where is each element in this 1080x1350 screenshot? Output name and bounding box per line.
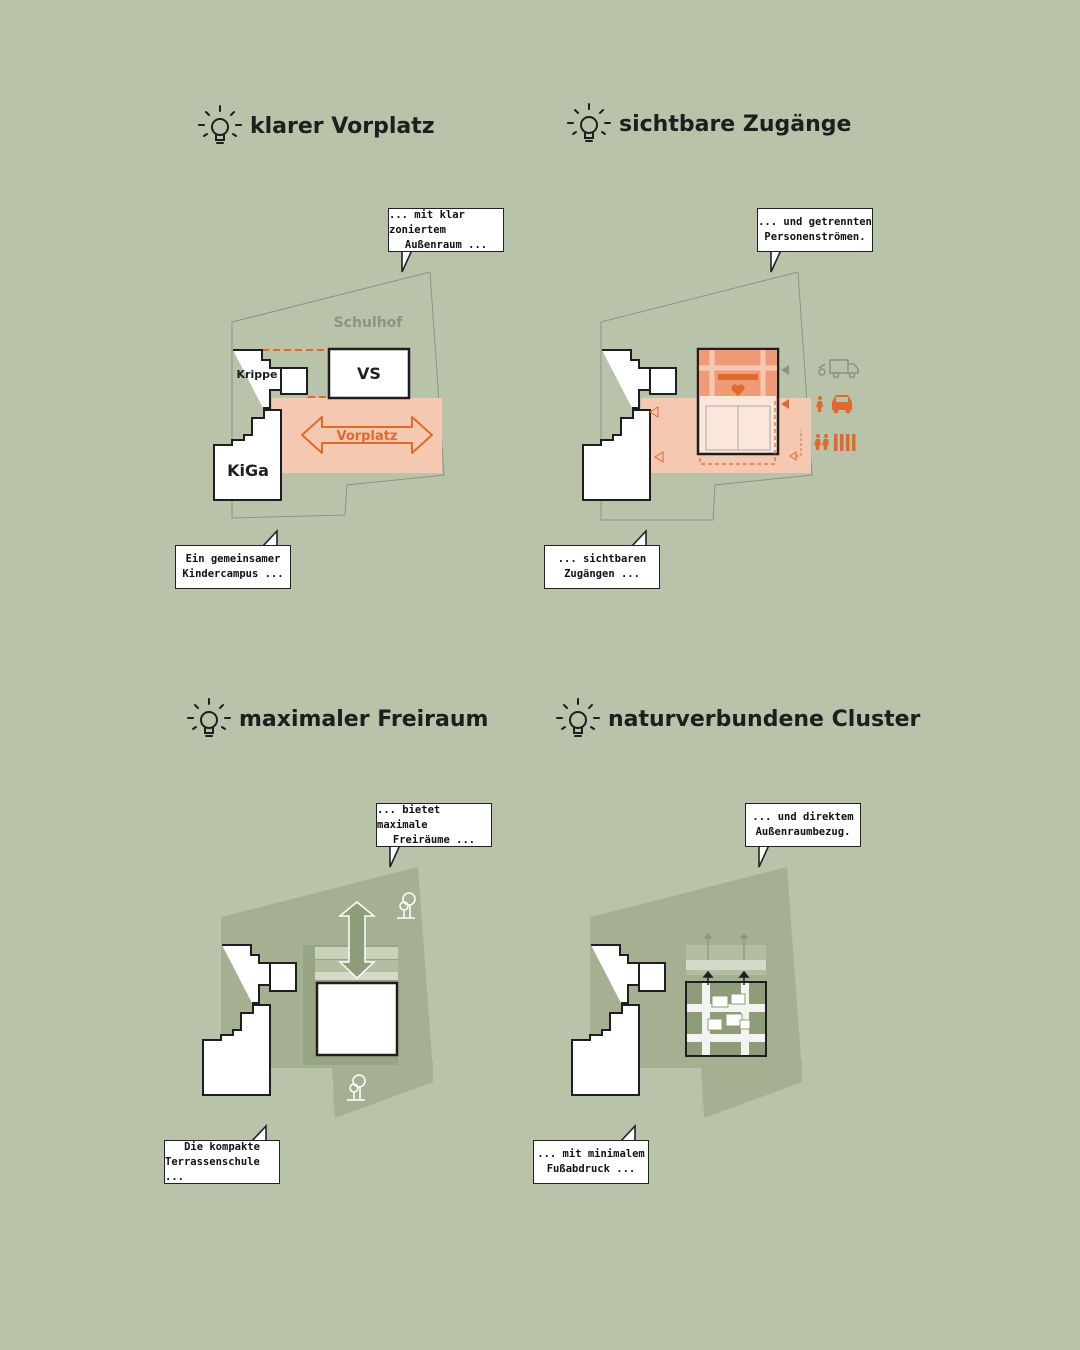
pedestrian-icon xyxy=(816,396,823,412)
panel-klarer-vorplatz: klarer Vorplatz Schulhof Krippe VS KiGa … xyxy=(0,0,540,620)
speech-bubble-bottom: Die kompakte Terrassenschule ... xyxy=(164,1123,280,1184)
speech-bubble-bottom: ... mit minimalem Fußabdruck ... xyxy=(533,1123,649,1184)
bubble-line: Ein gemeinsamer xyxy=(185,553,281,565)
site-outline xyxy=(600,271,813,521)
building-annex xyxy=(649,367,677,395)
panel-title: klarer Vorplatz xyxy=(194,100,435,152)
terrace-band xyxy=(686,960,766,970)
dashed-access-path xyxy=(699,400,776,465)
panel-title: sichtbare Zugänge xyxy=(563,98,851,150)
access-arrow-icon xyxy=(649,406,659,418)
crosswalk-icon xyxy=(834,434,856,451)
building-annex xyxy=(269,962,297,992)
panel-sichtbare-zugaenge: sichtbare Zugänge xyxy=(0,0,873,620)
lightbulb-icon xyxy=(198,105,242,144)
lightbulb-icon xyxy=(556,698,600,737)
speech-bubble-bottom: Ein gemeinsamer Kindercampus ... xyxy=(175,528,291,589)
bubble-line: Die kompakte xyxy=(184,1140,260,1153)
panel-title-text: naturverbundene Cluster xyxy=(608,706,921,732)
bubble-line: ... und getrennten xyxy=(758,216,872,228)
site-plan-freiraum xyxy=(202,867,433,1118)
building-krippe-kiga xyxy=(582,349,651,501)
bubble-line: Terrassenschule ... xyxy=(165,1155,260,1183)
delivery-van-icon xyxy=(818,359,859,379)
speech-bubble-top: ... bietet maximale Freiräume ... xyxy=(376,803,492,868)
panel-title-text: sichtbare Zugänge xyxy=(619,111,852,137)
bubble-tail xyxy=(758,843,771,868)
cluster-paths xyxy=(687,983,765,1055)
speech-bubble-top: ... und getrennten Personenströmen. xyxy=(757,208,873,273)
building-krippe-kiga xyxy=(571,944,640,1096)
tree-icon xyxy=(397,892,416,919)
building-vs xyxy=(327,347,411,400)
vertical-double-arrow-icon xyxy=(337,901,377,980)
krippe-label: Krippe xyxy=(237,368,278,381)
bubble-line: Außenraum ... xyxy=(404,238,488,251)
cluster-courtyard xyxy=(707,993,751,1031)
open-space-south xyxy=(701,1062,802,1118)
speech-bubble-top: ... mit klar zoniertem Außenraum ... xyxy=(388,208,504,273)
building-annex xyxy=(638,962,666,992)
terrace-school-building xyxy=(315,981,399,1057)
pedestrian-icon xyxy=(814,434,829,450)
vorplatz-label: Vorplatz xyxy=(336,429,397,444)
bubble-line: Freiräume ... xyxy=(392,833,476,846)
lightbulb-icon xyxy=(187,698,231,737)
school-corridor xyxy=(699,350,777,396)
bubble-line: Kindercampus ... xyxy=(182,568,284,580)
school-inner-line xyxy=(705,405,771,451)
panel-title: naturverbundene Cluster xyxy=(552,693,920,745)
bubble-line: Außenraumbezug. xyxy=(755,826,851,838)
speech-bubble-bottom: ... sichtbaren Zugängen ... xyxy=(544,528,660,589)
panel-title-text: klarer Vorplatz xyxy=(250,113,435,139)
bubble-line: ... mit klar zoniertem xyxy=(389,208,465,236)
tree-icon xyxy=(347,1074,366,1101)
site-plan-vorplatz: Schulhof Krippe VS KiGa Vorplatz xyxy=(213,271,445,519)
panel-title: maximaler Freiraum xyxy=(183,693,488,745)
heart-icon xyxy=(731,384,745,396)
school-bar xyxy=(718,374,758,380)
access-arrow-icon xyxy=(781,365,789,375)
bubble-line: Personenströmen. xyxy=(764,231,866,243)
bubble-line: ... und direktem xyxy=(752,811,854,823)
lightbulb-icon xyxy=(567,103,611,142)
schulhof-label: Schulhof xyxy=(334,315,404,331)
vs-label: VS xyxy=(357,364,381,383)
panel-naturverbundene-cluster: naturverbundene Cluster xyxy=(0,0,920,1184)
panel-title-text: maximaler Freiraum xyxy=(239,706,489,732)
bubble-line: Zugängen ... xyxy=(564,568,640,580)
access-arrow-icon xyxy=(654,451,664,463)
building-krippe-kiga xyxy=(202,944,271,1096)
access-arrow-icon xyxy=(781,399,789,409)
direct-access-arrow-icon xyxy=(703,933,749,960)
double-arrow-icon xyxy=(301,416,433,454)
site-plan-zugaenge xyxy=(582,271,859,521)
building-annex xyxy=(280,367,308,395)
panel-maximaler-freiraum: maximaler Freiraum ... bietet maximale F… xyxy=(0,0,540,1184)
car-icon xyxy=(832,395,852,414)
site-outline xyxy=(231,271,445,519)
bubble-line: Fußabdruck ... xyxy=(546,1163,636,1175)
kiga-label: KiGa xyxy=(227,461,269,480)
bubble-line: ... mit minimalem xyxy=(537,1148,645,1160)
dashed-access-path xyxy=(796,430,802,457)
bubble-line: ... sichtbaren xyxy=(557,553,647,565)
speech-bubble-top: ... und direktem Außenraumbezug. xyxy=(745,803,861,868)
building-krippe-kiga xyxy=(213,349,282,501)
direct-access-arrow-icon xyxy=(702,970,750,985)
bubble-line: ... bietet maximale xyxy=(377,803,441,831)
